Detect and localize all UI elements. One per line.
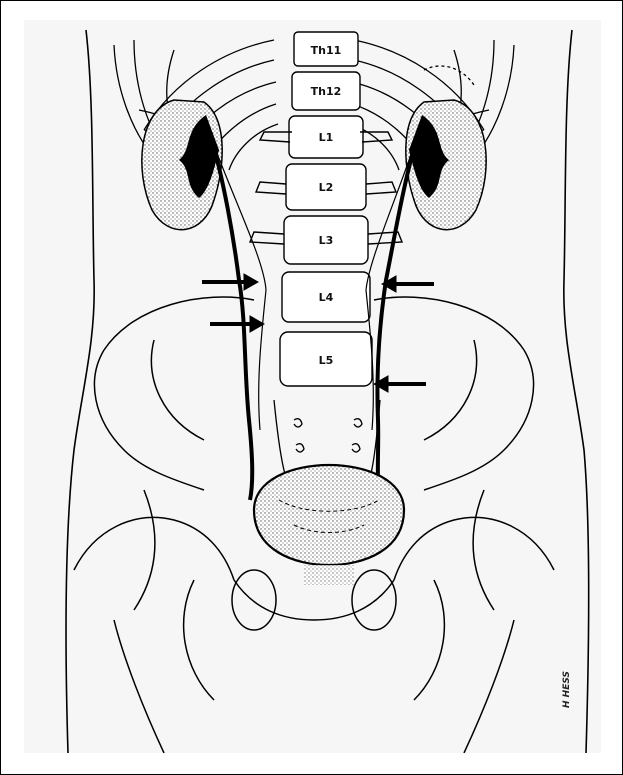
label-l5: L5 bbox=[319, 354, 334, 367]
artist-signature: H HESS bbox=[562, 671, 572, 708]
arrow-right-upper bbox=[382, 276, 434, 292]
anatomical-illustration: Th11 Th12 L1 L2 L3 L4 L5 bbox=[24, 20, 601, 753]
label-th12: Th12 bbox=[311, 85, 342, 98]
label-l2: L2 bbox=[319, 181, 334, 194]
label-l4: L4 bbox=[319, 291, 334, 304]
arrow-left-lower bbox=[210, 316, 264, 332]
arrow-left-upper bbox=[202, 274, 258, 290]
arrow-right-lower bbox=[374, 376, 426, 392]
right-kidney bbox=[406, 100, 486, 230]
label-l3: L3 bbox=[319, 234, 334, 247]
label-l1: L1 bbox=[319, 131, 334, 144]
label-th11: Th11 bbox=[311, 44, 342, 57]
urinary-tract-diagram: Th11 Th12 L1 L2 L3 L4 L5 bbox=[24, 20, 601, 753]
left-kidney bbox=[142, 100, 222, 230]
bladder bbox=[254, 465, 404, 585]
